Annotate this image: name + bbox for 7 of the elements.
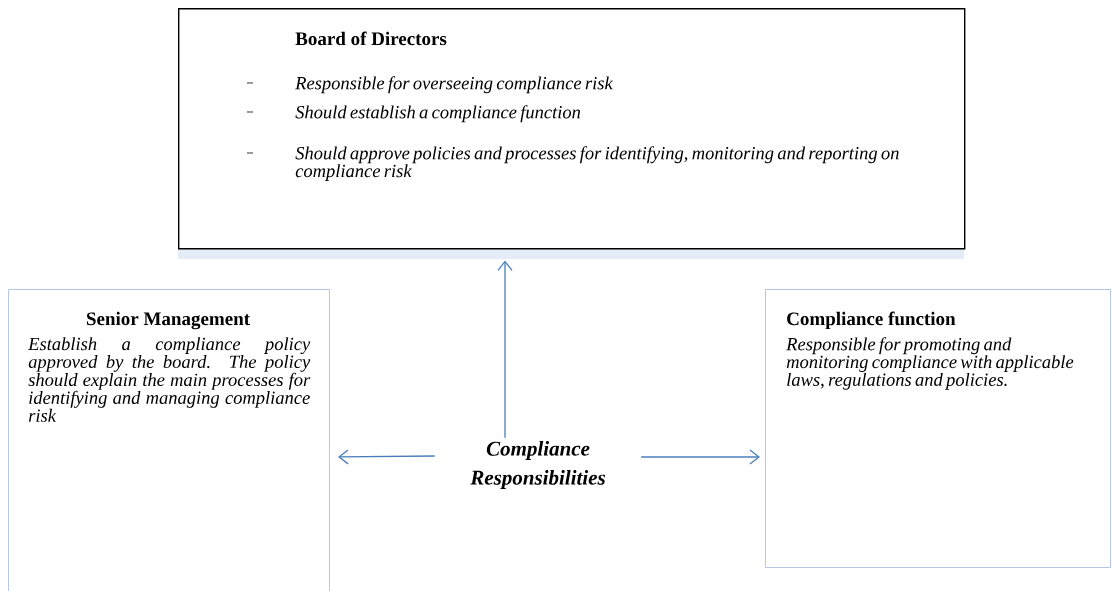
text-box: Senior Management Establish a compliance policy approved by the board. The policy should explain the main processes for identifying and managing compliance risk (8, 289, 330, 591)
text-box: Compliance function Responsible for promoting and monitoring compliance with applicable laws, regulations and policies. (765, 289, 1111, 568)
arrow (497, 260, 513, 439)
centre-label: Compliance Responsibilities (470, 440, 606, 489)
arrow (338, 449, 436, 465)
text-box: Board of Directors Responsible for overseeing compliance risk Should establish a compliance function Should approve policies and processes for identifying, monitoring and reporting on compliance risk (178, 8, 966, 250)
arrow (640, 449, 760, 465)
